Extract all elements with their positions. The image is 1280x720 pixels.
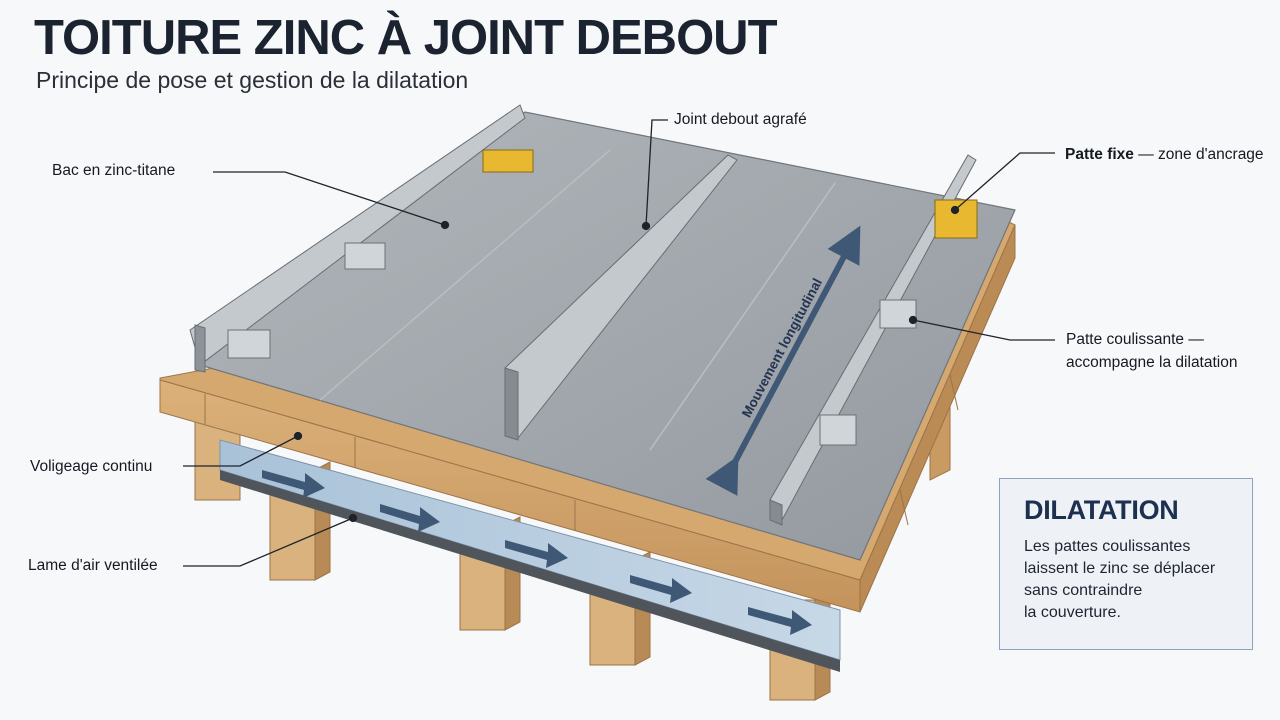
infobox-line: Les pattes coulissantes <box>1024 538 1191 555</box>
leader-lines <box>183 119 1055 567</box>
page-subtitle: Principe de pose et gestion de la dilata… <box>36 67 469 93</box>
dilatation-infobox: DILATATION Les pattes coulissantes laiss… <box>999 478 1253 650</box>
page-title: TOITURE ZINC À JOINT DEBOUT <box>34 11 778 65</box>
label-bac-zinc-titane: Bac en zinc-titane <box>52 162 176 179</box>
label-lame-air: Lame d'air ventilée <box>28 557 158 574</box>
label-patte-fixe-desc: — zone d'ancrage <box>1138 146 1264 163</box>
label-patte-coulissante-desc: accompagne la dilatation <box>1066 354 1238 371</box>
label-patte-coulissante: Patte coulissante — accompagne la dilata… <box>1066 330 1237 373</box>
label-patte-fixe: Patte fixe — zone d'ancrage <box>1065 145 1264 165</box>
infobox-title: DILATATION <box>1024 495 1179 525</box>
label-patte-coulissante-title: Patte coulissante — <box>1066 331 1204 348</box>
label-voligeage: Voligeage continu <box>30 458 153 475</box>
label-patte-fixe-title: Patte fixe <box>1065 146 1134 163</box>
infobox-line: la couverture. <box>1024 604 1121 621</box>
airflow-arrows <box>262 470 812 635</box>
infobox-line: laissent le zinc se déplacer <box>1024 560 1216 577</box>
infobox-line: sans contraindre <box>1024 582 1143 599</box>
label-joint-debout: Joint debout agrafé <box>674 111 807 128</box>
